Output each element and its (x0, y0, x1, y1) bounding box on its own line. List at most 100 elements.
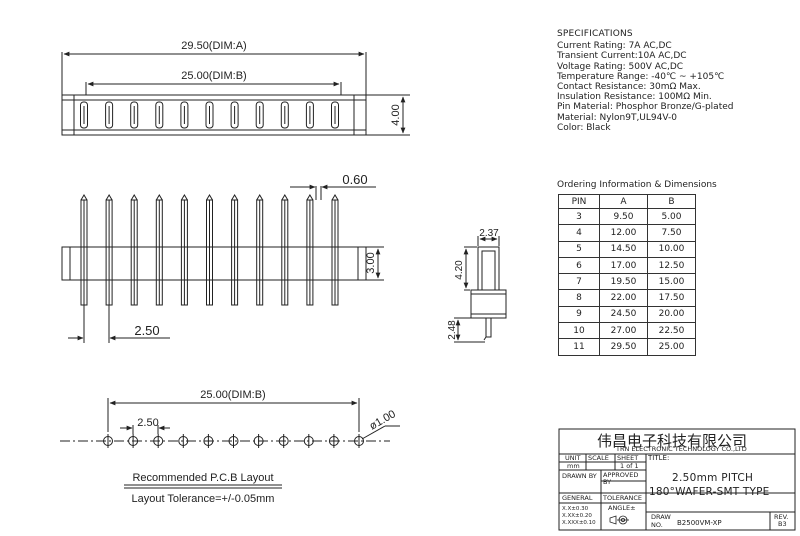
column-header: PIN (558, 194, 600, 209)
table-cell: 11 (558, 338, 600, 356)
table-cell: 14.50 (599, 240, 648, 258)
spec-line: Transient Current:10A AC,DC (557, 51, 687, 62)
terminal-pin (80, 194, 88, 306)
pin-width-label: 0.60 (342, 172, 367, 187)
table-cell: 17.00 (599, 256, 648, 275)
title-line-2: 180°WAFER-SMT TYPE (649, 486, 770, 498)
table-cell: 15.00 (647, 273, 696, 291)
table-cell: 12.00 (599, 224, 648, 242)
pcb-pitch-label: 2.50 (137, 417, 158, 429)
terminal-pin (256, 194, 264, 306)
drawing-number: B2500VM-XP (677, 519, 722, 527)
dim-a-label: 29.50(DIM:A) (181, 40, 246, 52)
table-cell: 17.50 (647, 289, 696, 307)
pcb-hole (228, 434, 239, 448)
pcb-hole (253, 434, 264, 448)
tolerance-3: X.XXX±0.10 (562, 520, 596, 526)
table-cell: 24.50 (599, 305, 648, 324)
side-tail-label: 2.48 (447, 320, 458, 340)
terminal-slot (130, 101, 139, 129)
company-name-cn: 伟昌电子科技有限公司 (597, 432, 748, 450)
general-label: GENERAL (562, 494, 593, 502)
terminal-slot (180, 101, 189, 129)
terminal-slot (230, 101, 239, 129)
pcb-dim-b-label: 25.00(DIM:B) (200, 389, 265, 401)
spec-line: Contact Resistance: 30mΩ Max. (557, 82, 701, 93)
unit-value: mm (567, 462, 580, 470)
pcb-caption: Recommended P.C.B Layout (132, 472, 273, 484)
table-cell: 7 (558, 273, 600, 291)
spec-line: Voltage Rating: 500V AC,DC (557, 61, 684, 72)
spec-line: Pin Material: Phosphor Bronze/G-plated (557, 102, 734, 113)
terminal-pin (180, 194, 188, 306)
ordering-title: Ordering Information & Dimensions (557, 180, 717, 190)
title-label: TITLE: (648, 454, 670, 462)
pitch-label: 2.50 (134, 323, 159, 338)
scale-label: SCALE (588, 454, 609, 462)
terminal-slot (155, 101, 164, 129)
body-height-label: 3.00 (365, 252, 377, 273)
unit-label: UNIT (565, 454, 581, 462)
spec-line: Color: Black (557, 122, 611, 133)
terminal-slot (205, 101, 214, 129)
table-cell: 22.50 (647, 322, 696, 340)
specifications: SPECIFICATIONS Current Rating: 7A AC,DC … (557, 29, 733, 133)
terminal-slot (331, 101, 339, 129)
side-view (454, 236, 507, 343)
terminal-pin (281, 194, 289, 306)
table-cell: 27.00 (599, 322, 648, 340)
pcb-hole (153, 434, 164, 448)
terminal-pin (206, 194, 213, 306)
dim-b-label: 25.00(DIM:B) (181, 70, 246, 82)
terminal-pin (105, 194, 113, 306)
table-cell: 22.00 (599, 289, 648, 307)
table-cell: 4 (558, 224, 600, 242)
specifications-heading: SPECIFICATIONS (557, 29, 633, 39)
title-line-1: 2.50mm PITCH (672, 472, 754, 484)
tolerance-label: TOLERANCE (603, 494, 643, 502)
terminal-slot (280, 101, 289, 129)
table-cell: 19.50 (599, 273, 648, 291)
terminal-slot (105, 101, 114, 129)
tolerance-2: X.XX±0.20 (562, 513, 592, 519)
pcb-hole (354, 434, 364, 448)
rev-value: B3 (778, 520, 787, 528)
table-cell: 9.50 (599, 207, 648, 226)
approved-by-label: APPROVED BY (603, 471, 639, 486)
side-pin-height-label: 4.20 (454, 260, 465, 280)
column-header: B (647, 194, 696, 209)
table-cell: 7.50 (647, 224, 696, 242)
spec-line: Current Rating: 7A AC,DC (557, 41, 672, 52)
height-label: 4.00 (390, 104, 402, 125)
top-view (61, 51, 410, 136)
terminal-pin (231, 194, 239, 306)
pcb-hole (178, 434, 189, 448)
draw-label: DRAW (651, 513, 671, 521)
pcb-hole (278, 434, 289, 448)
no-label: NO. (651, 521, 663, 529)
pcb-hole (128, 434, 139, 448)
terminal-pin (155, 194, 163, 306)
table-cell: 3 (558, 207, 600, 226)
drawn-by-label: DRAWN BY (562, 472, 597, 480)
terminal-slot (255, 101, 264, 129)
table-cell: 10 (558, 322, 600, 340)
pcb-hole (203, 434, 214, 448)
terminal-slot (305, 101, 314, 129)
side-width-label: 2.37 (479, 228, 499, 239)
table-cell: 9 (558, 305, 600, 324)
pcb-hole (328, 434, 339, 448)
table-cell: 25.00 (647, 338, 696, 356)
table-cell: 5 (558, 240, 600, 258)
terminal-pin (306, 194, 314, 306)
hole-diameter-label: ø1.00 (368, 408, 398, 432)
table-header-row: PIN A B (558, 194, 696, 209)
